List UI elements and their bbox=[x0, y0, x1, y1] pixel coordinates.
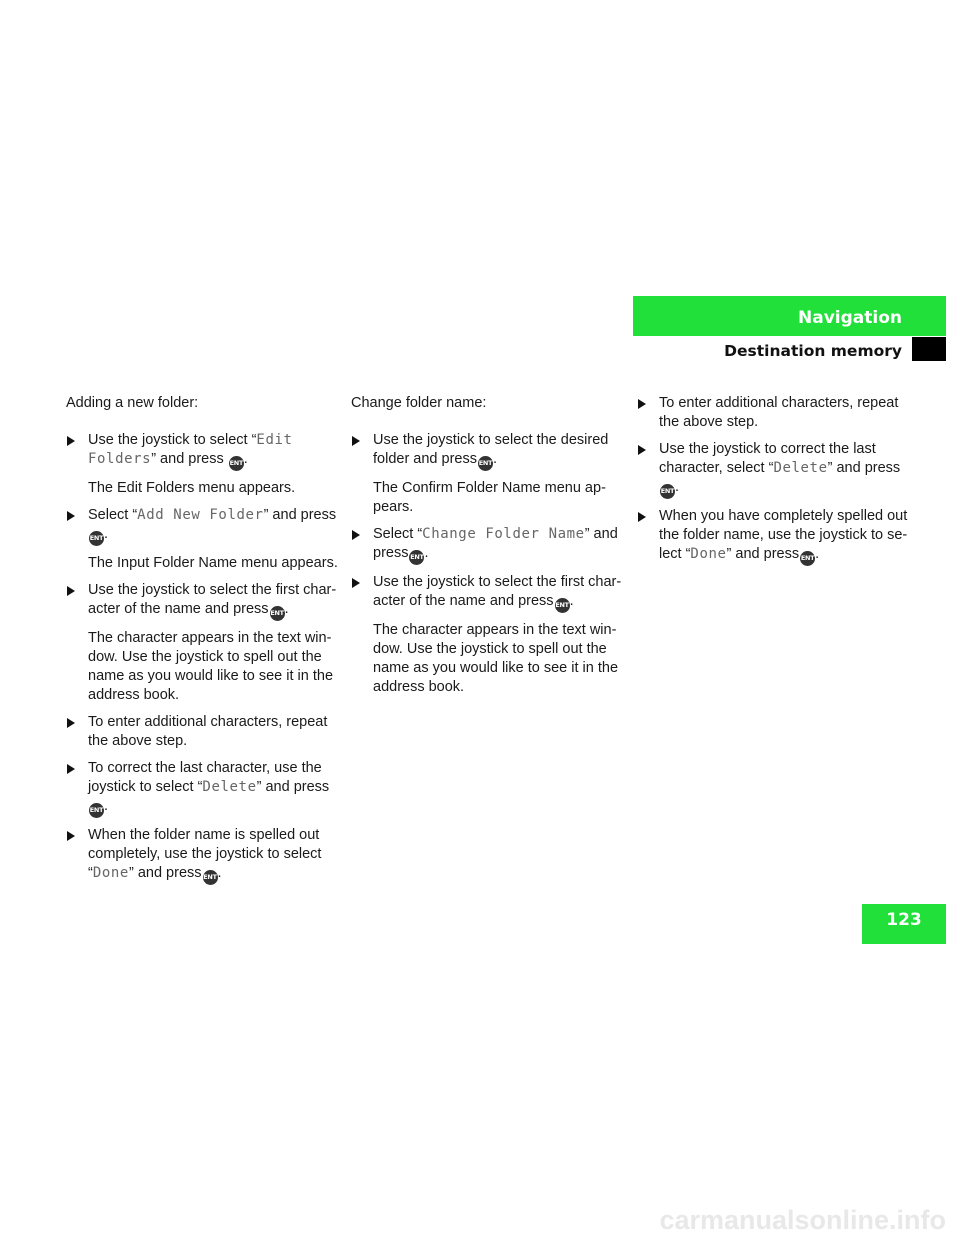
menu-item-text: Delete bbox=[202, 779, 257, 795]
column-change-folder-name: Change folder name: Use the joystick to … bbox=[351, 394, 626, 705]
step-text: Use the joystick to select the desired f… bbox=[373, 432, 609, 467]
ent-button-icon: ENT bbox=[202, 870, 218, 885]
arrow-bullet-icon bbox=[67, 586, 75, 596]
punctuation: . bbox=[569, 593, 574, 609]
subsection-title: Destination memory bbox=[724, 342, 902, 360]
step-text: To enter additional characters, repeat t… bbox=[659, 395, 899, 430]
page-number-box bbox=[862, 904, 946, 944]
step: Select “Add New Folder” and pressENT. bbox=[66, 506, 341, 546]
arrow-bullet-icon bbox=[638, 445, 646, 455]
step: To correct the last character, use the j… bbox=[66, 759, 341, 818]
step: When the folder name is spelled out comp… bbox=[66, 826, 341, 885]
ent-button-icon: ENT bbox=[409, 550, 425, 565]
result-note: The character appears in the text win­do… bbox=[373, 622, 619, 695]
arrow-bullet-icon bbox=[67, 436, 75, 446]
ent-button-icon: ENT bbox=[800, 551, 816, 566]
column-adding-folder: Adding a new folder: Use the joystick to… bbox=[66, 394, 341, 893]
step: Use the joystick to select the first cha… bbox=[66, 581, 341, 621]
punctuation: . bbox=[675, 479, 680, 495]
step-text: ” and press bbox=[827, 460, 901, 476]
step: Use the joystick to correct the last cha… bbox=[637, 440, 912, 499]
section-header-bar bbox=[633, 296, 946, 336]
step-text: Use the joystick to correct the last cha… bbox=[659, 441, 876, 476]
step-text: To correct the last character, use the j… bbox=[88, 760, 322, 795]
menu-item-text: Delete bbox=[773, 460, 828, 476]
step-text: ” and press bbox=[151, 451, 224, 467]
intro-text: Change folder name: bbox=[351, 395, 487, 411]
punctuation: . bbox=[492, 451, 498, 467]
punctuation: . bbox=[284, 601, 289, 617]
column-continued-steps: To enter additional characters, repeat t… bbox=[637, 394, 912, 574]
menu-item-text: Edit Folders bbox=[88, 432, 293, 467]
step-text: When you have completely spelled out the… bbox=[659, 508, 908, 562]
arrow-bullet-icon bbox=[638, 399, 646, 409]
result-note: The Input Folder Name menu appears. bbox=[88, 555, 338, 571]
step: To enter additional characters, repeat t… bbox=[66, 713, 341, 751]
step-text: To enter additional characters, repeat t… bbox=[88, 714, 328, 749]
ent-button-icon: ENT bbox=[477, 456, 493, 471]
menu-item-text: Done bbox=[92, 865, 129, 881]
arrow-bullet-icon bbox=[352, 436, 360, 446]
ent-button-icon: ENT bbox=[89, 803, 104, 818]
ent-button-icon: ENT bbox=[660, 484, 675, 499]
step: When you have completely spelled out the… bbox=[637, 507, 912, 566]
step-text: ” and press bbox=[128, 865, 202, 881]
page-number: 123 bbox=[886, 910, 922, 930]
ent-button-icon: ENT bbox=[89, 531, 104, 546]
punctuation: . bbox=[424, 545, 429, 561]
arrow-bullet-icon bbox=[67, 831, 75, 841]
step-text: Use the joystick to select “ bbox=[88, 432, 257, 448]
result-note: The Confirm Folder Name menu ap­pears. bbox=[373, 480, 606, 515]
result-note: The Edit Folders menu appears. bbox=[88, 480, 296, 496]
step: Use the joystick to select “Edit Folders… bbox=[66, 431, 341, 471]
result-note: The character appears in the text win­do… bbox=[88, 630, 334, 703]
arrow-bullet-icon bbox=[67, 511, 75, 521]
menu-item-text: Change Folder Name bbox=[422, 526, 585, 542]
step-text: ” and press bbox=[373, 526, 618, 561]
arrow-bullet-icon bbox=[352, 578, 360, 588]
arrow-bullet-icon bbox=[67, 764, 75, 774]
section-title: Navigation bbox=[798, 308, 902, 328]
step-text: When the folder name is spelled out comp… bbox=[88, 827, 322, 881]
step: Use the joystick to select the first cha… bbox=[351, 573, 626, 613]
menu-item-text: Done bbox=[690, 546, 727, 562]
step-text: Select “ bbox=[373, 526, 423, 542]
step-text: ” and press bbox=[263, 507, 337, 523]
ent-button-icon: ENT bbox=[554, 598, 570, 613]
watermark: carmanualsonline.info bbox=[659, 1205, 946, 1235]
punctuation: . bbox=[104, 798, 109, 814]
arrow-bullet-icon bbox=[67, 718, 75, 728]
menu-item-text: Add New Folder bbox=[137, 507, 264, 523]
punctuation: . bbox=[815, 546, 820, 562]
step-text: Select “ bbox=[88, 507, 138, 523]
step: Use the joystick to select the desired f… bbox=[351, 431, 626, 471]
ent-button-icon: ENT bbox=[228, 456, 244, 471]
thumb-tab bbox=[912, 337, 946, 361]
punctuation: . bbox=[104, 526, 109, 542]
step-text: ” and press bbox=[726, 546, 800, 562]
arrow-bullet-icon bbox=[638, 512, 646, 522]
step-text: ” and press bbox=[256, 779, 330, 795]
arrow-bullet-icon bbox=[352, 530, 360, 540]
step-text: Use the joystick to select the first cha… bbox=[88, 582, 337, 617]
punctuation: . bbox=[243, 451, 248, 467]
ent-button-icon: ENT bbox=[269, 606, 285, 621]
punctuation: . bbox=[217, 865, 222, 881]
step-text: Use the joystick to select the first cha… bbox=[373, 574, 622, 609]
intro-text: Adding a new folder: bbox=[66, 395, 199, 411]
step: To enter additional characters, repeat t… bbox=[637, 394, 912, 432]
